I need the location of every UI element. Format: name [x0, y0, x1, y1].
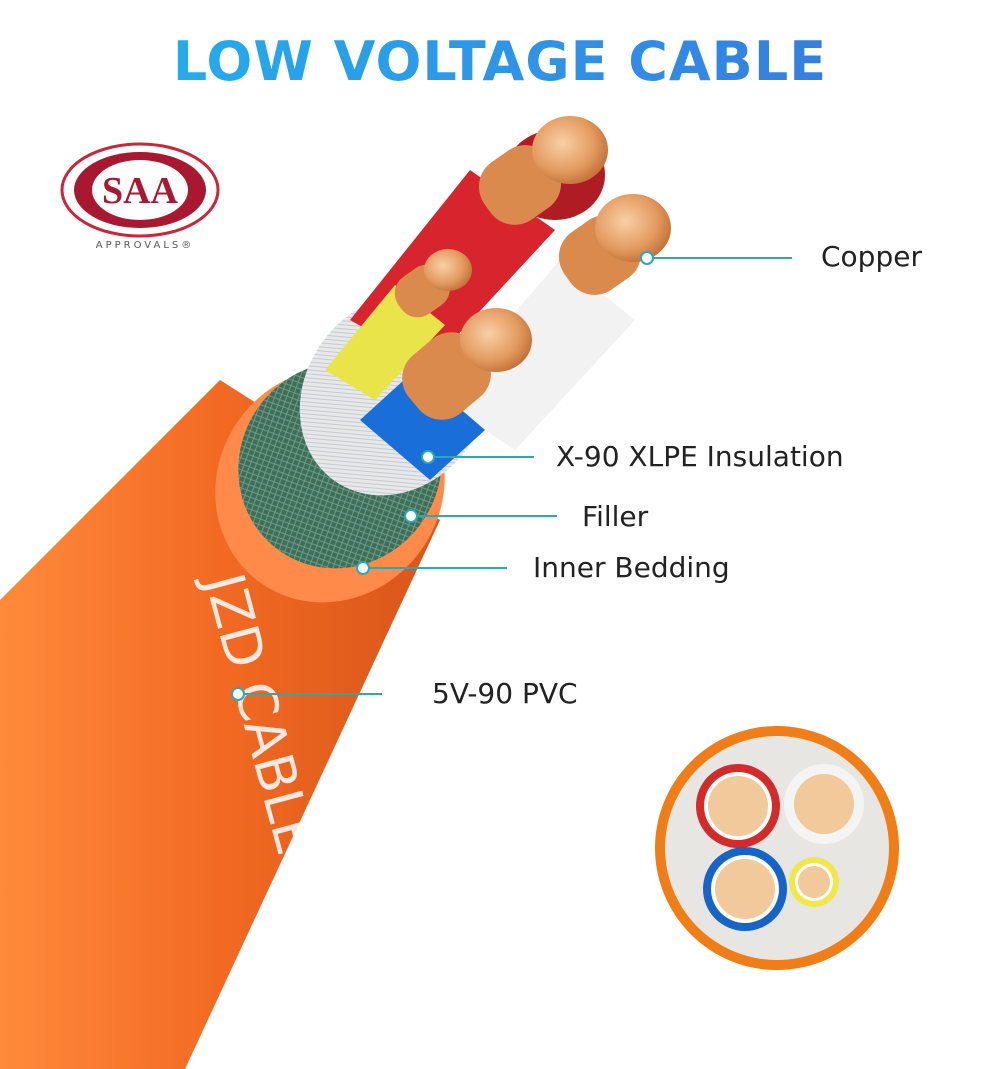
label-copper: Copper [821, 240, 922, 273]
callout-dot-icon [404, 509, 418, 523]
label-sheath: 5V-90 PVC [432, 677, 578, 710]
callout-dot-icon [640, 251, 654, 265]
callout-sheath [231, 687, 382, 701]
label-bedding: Inner Bedding [533, 551, 730, 584]
saa-approvals-logo: SAA APPROVALS® [60, 142, 220, 251]
core-white [440, 194, 671, 450]
callout-dot-icon [231, 687, 245, 701]
logo-sub: APPROVALS® [96, 240, 195, 251]
logo-word: SAA [102, 170, 179, 212]
callout-dot-icon [356, 561, 370, 575]
cross-section [655, 726, 899, 970]
callout-bedding [356, 561, 507, 575]
copper-strands-red [478, 116, 608, 225]
page-title: LOW VOLTAGE CABLE [0, 30, 1000, 93]
label-filler: Filler [582, 500, 649, 533]
label-insulation: X-90 XLPE Insulation [556, 440, 844, 473]
callout-dot-icon [421, 450, 435, 464]
callout-insulation [421, 450, 534, 464]
core-yellow [325, 249, 472, 400]
callout-filler [404, 509, 557, 523]
callout-copper [640, 251, 792, 265]
core-blue [360, 308, 532, 480]
